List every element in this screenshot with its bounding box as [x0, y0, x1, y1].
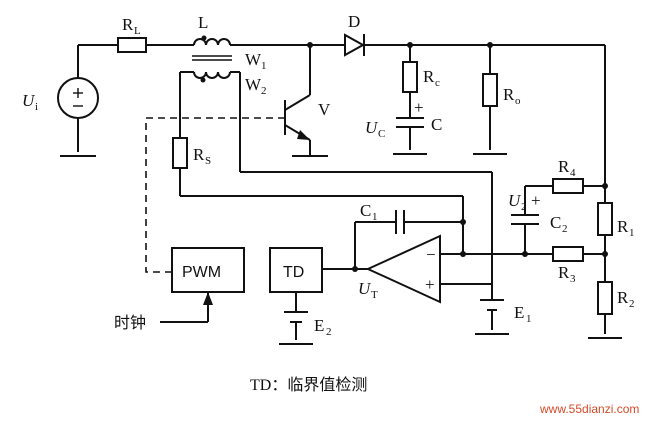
- label-c2-sub: 2: [562, 223, 568, 235]
- label-e2: E: [314, 316, 324, 335]
- label-u2-sub: 2: [521, 201, 527, 213]
- label-w1-sub: 1: [261, 60, 267, 72]
- resistor-r4: [552, 178, 584, 194]
- label-d: D: [348, 12, 360, 31]
- label-ui-sub: i: [35, 101, 38, 113]
- diode-d: [344, 33, 366, 57]
- label-rl: R: [122, 15, 134, 34]
- label-uc-sub: C: [378, 128, 385, 140]
- label-ui: U: [22, 91, 36, 110]
- dot-marker: [200, 77, 206, 83]
- voltage-source-ui: [57, 45, 99, 157]
- label-w1: W: [245, 50, 262, 69]
- resistor-r1: [597, 202, 613, 236]
- resistor-rc: [402, 61, 418, 93]
- label-uc: U: [365, 118, 379, 137]
- label-rc-sub: c: [435, 77, 440, 89]
- label-c: C: [431, 115, 442, 134]
- label-ut: U: [358, 279, 372, 298]
- label-ro-sub: o: [515, 95, 521, 107]
- label-e2-sub: 2: [326, 326, 332, 338]
- label-v: V: [318, 100, 331, 119]
- opamp-minus: −: [426, 245, 436, 264]
- label-c1-sub: 1: [372, 211, 378, 223]
- label-ut-sub: T: [371, 289, 378, 301]
- figure-caption: TD：临界值检测: [250, 376, 367, 394]
- label-ro: R: [503, 85, 515, 104]
- cap-c2-plus: +: [531, 191, 541, 210]
- label-u2: U: [508, 191, 522, 210]
- label-r4: R: [558, 157, 570, 176]
- label-e1-sub: 1: [526, 313, 532, 325]
- label-w2-sub: 2: [261, 85, 267, 97]
- label-r1: R: [617, 217, 629, 236]
- resistor-r3: [552, 246, 584, 262]
- resistor-r2: [597, 281, 613, 315]
- inductor-w2: [193, 71, 231, 79]
- inductor-w1: [193, 38, 231, 46]
- opamp-plus: +: [425, 275, 435, 294]
- label-c1: C: [360, 201, 371, 220]
- label-e1: E: [514, 303, 524, 322]
- label-rs-sub: S: [205, 155, 211, 167]
- label-rc: R: [423, 67, 435, 86]
- label-c2: C: [550, 213, 561, 232]
- resistor-rl: [117, 37, 147, 53]
- label-rs: R: [193, 145, 205, 164]
- label-r2: R: [617, 288, 629, 307]
- cap-c-plus: +: [414, 98, 424, 117]
- dot-marker: [201, 35, 207, 41]
- pwm-label: PWM: [182, 264, 221, 281]
- drive-line: [145, 117, 285, 273]
- resistor-rs: [172, 137, 188, 169]
- watermark: www.55dianzi.com: [539, 402, 639, 416]
- label-r1-sub: 1: [629, 227, 635, 239]
- label-l: L: [198, 13, 208, 32]
- label-r3-sub: 3: [570, 273, 576, 285]
- td-label: TD: [283, 264, 304, 281]
- label-rl-sub: L: [134, 25, 141, 37]
- label-r2-sub: 2: [629, 298, 635, 310]
- clock-arrow: [203, 292, 213, 305]
- comparator-opamp: [365, 234, 441, 304]
- label-w2: W: [245, 75, 262, 94]
- resistor-ro: [482, 73, 498, 107]
- label-r4-sub: 4: [570, 167, 576, 179]
- label-r3: R: [558, 263, 570, 282]
- label-clock: 时钟: [114, 314, 146, 332]
